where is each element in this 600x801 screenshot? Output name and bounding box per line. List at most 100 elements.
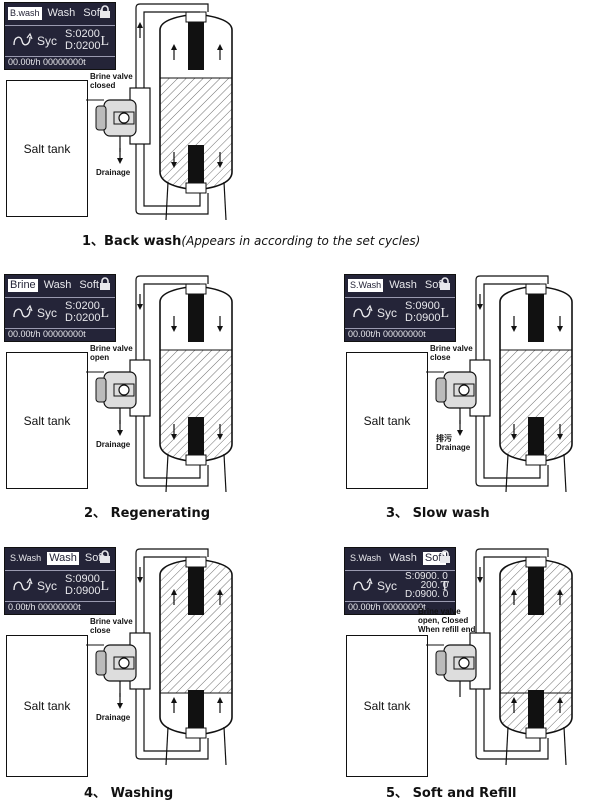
drain-arrow [117, 148, 123, 164]
drainage-text: Drainage [96, 168, 131, 177]
flow-arrow [557, 697, 563, 713]
lower-distributor [188, 690, 204, 730]
flow-arrow [217, 44, 223, 60]
flow-arrow [511, 589, 517, 605]
cycle-icon [11, 576, 33, 601]
salt-tank-label: Salt tank [363, 413, 411, 428]
flow-total-readout: 00.00t/h 00000000t [348, 602, 426, 612]
syc-label: Syc [377, 306, 398, 320]
flow-arrow [511, 697, 517, 713]
salt-tank: Salt tank [6, 80, 88, 217]
flow-arrow [557, 424, 563, 440]
lcd-tab: Wash [43, 279, 72, 291]
d-value: D:0900 [405, 312, 441, 324]
upper-distributor [528, 294, 544, 342]
salt-tank-label: Salt tank [23, 699, 71, 713]
s-value: S:0900. 0 [405, 571, 448, 582]
unit-label: L [100, 34, 109, 49]
pipe-arrow [477, 567, 483, 583]
lower-distributor [528, 417, 544, 457]
lock-icon [439, 550, 451, 568]
pipework [475, 275, 549, 487]
upper-distributor [188, 294, 204, 342]
salt-tank: Salt tank [346, 635, 428, 777]
brine-valve-label: Brine valve open, Closed When refill end [418, 607, 476, 634]
pipework [135, 275, 209, 487]
lcd-tab: Soft [79, 279, 99, 291]
drainage-label: Drainage [96, 168, 130, 177]
upper-distributor [188, 567, 204, 615]
d-value: D:0900 [65, 585, 101, 597]
resin-tank [499, 285, 573, 463]
lcd-tab: Soft [424, 279, 445, 291]
pipework [135, 548, 209, 760]
softener-tank-diagram [426, 548, 573, 766]
d-value: D:0900. 0 [405, 589, 449, 600]
control-valve [95, 359, 151, 417]
control-valve [95, 87, 151, 145]
brine-valve-label: Brine valve close [430, 344, 473, 362]
lock-icon [99, 5, 111, 23]
stage-caption: 2、 Regenerating [84, 502, 210, 521]
unit-label: L [100, 306, 109, 321]
flow-arrow [171, 152, 177, 168]
flow-arrow [171, 424, 177, 440]
s-value: S:0200 [65, 300, 100, 312]
s-value: S:0200 [65, 28, 100, 40]
flow-arrow [557, 589, 563, 605]
caption-main: 3、 Slow wash [386, 506, 490, 521]
cycle-icon [11, 303, 33, 328]
lcd-tab: Brine [8, 279, 38, 292]
flow-total-readout: 0.00t/h 00000000t [8, 602, 81, 612]
lcd-tab: S.Wash [10, 553, 42, 563]
lcd-tab: Wash [389, 552, 417, 564]
upper-distributor [188, 22, 204, 70]
lcd-tab: S.Wash [350, 553, 382, 563]
brine-valve-label: Brine valve close [90, 617, 133, 635]
unit-label: L [100, 579, 109, 594]
softener-tank-diagram [86, 548, 233, 766]
s-value: S:0900 [405, 300, 440, 312]
salt-tank: Salt tank [346, 352, 428, 489]
flow-total-readout: 00.00t/h 00000000t [8, 57, 86, 67]
drain-arrow [457, 420, 463, 436]
flow-total-readout: 00.00t/h 00000000t [348, 329, 426, 339]
lock-icon [99, 550, 111, 568]
syc-label: Syc [37, 306, 58, 320]
drainage-text: Drainage [96, 440, 131, 449]
softener-tank-diagram [426, 275, 573, 493]
softener-tank-diagram [86, 3, 233, 221]
resin-tank [159, 13, 233, 191]
d-value: D:0200 [65, 312, 101, 324]
pipe-arrow [137, 567, 143, 583]
stage-caption: 1、Back wash(Appears in according to the … [82, 230, 420, 249]
drain-arrow [117, 693, 123, 709]
control-valve [95, 632, 151, 690]
salt-tank: Salt tank [6, 352, 88, 489]
caption-main: 4、 Washing [84, 786, 174, 801]
unit-label: T [440, 579, 449, 594]
lcd-tab: Wash [47, 7, 76, 19]
s-value: S:0900 [65, 573, 100, 585]
lock-icon [439, 277, 451, 295]
lower-distributor [528, 690, 544, 730]
resin-tank [159, 285, 233, 463]
flow-arrow [171, 697, 177, 713]
pipe-arrow [137, 22, 143, 38]
flow-arrow [171, 44, 177, 60]
drainage-text: Drainage [436, 443, 471, 452]
salt-tank: Salt tank [6, 635, 88, 777]
salt-tank-label: Salt tank [363, 699, 411, 713]
drainage-text: Drainage [96, 713, 131, 722]
